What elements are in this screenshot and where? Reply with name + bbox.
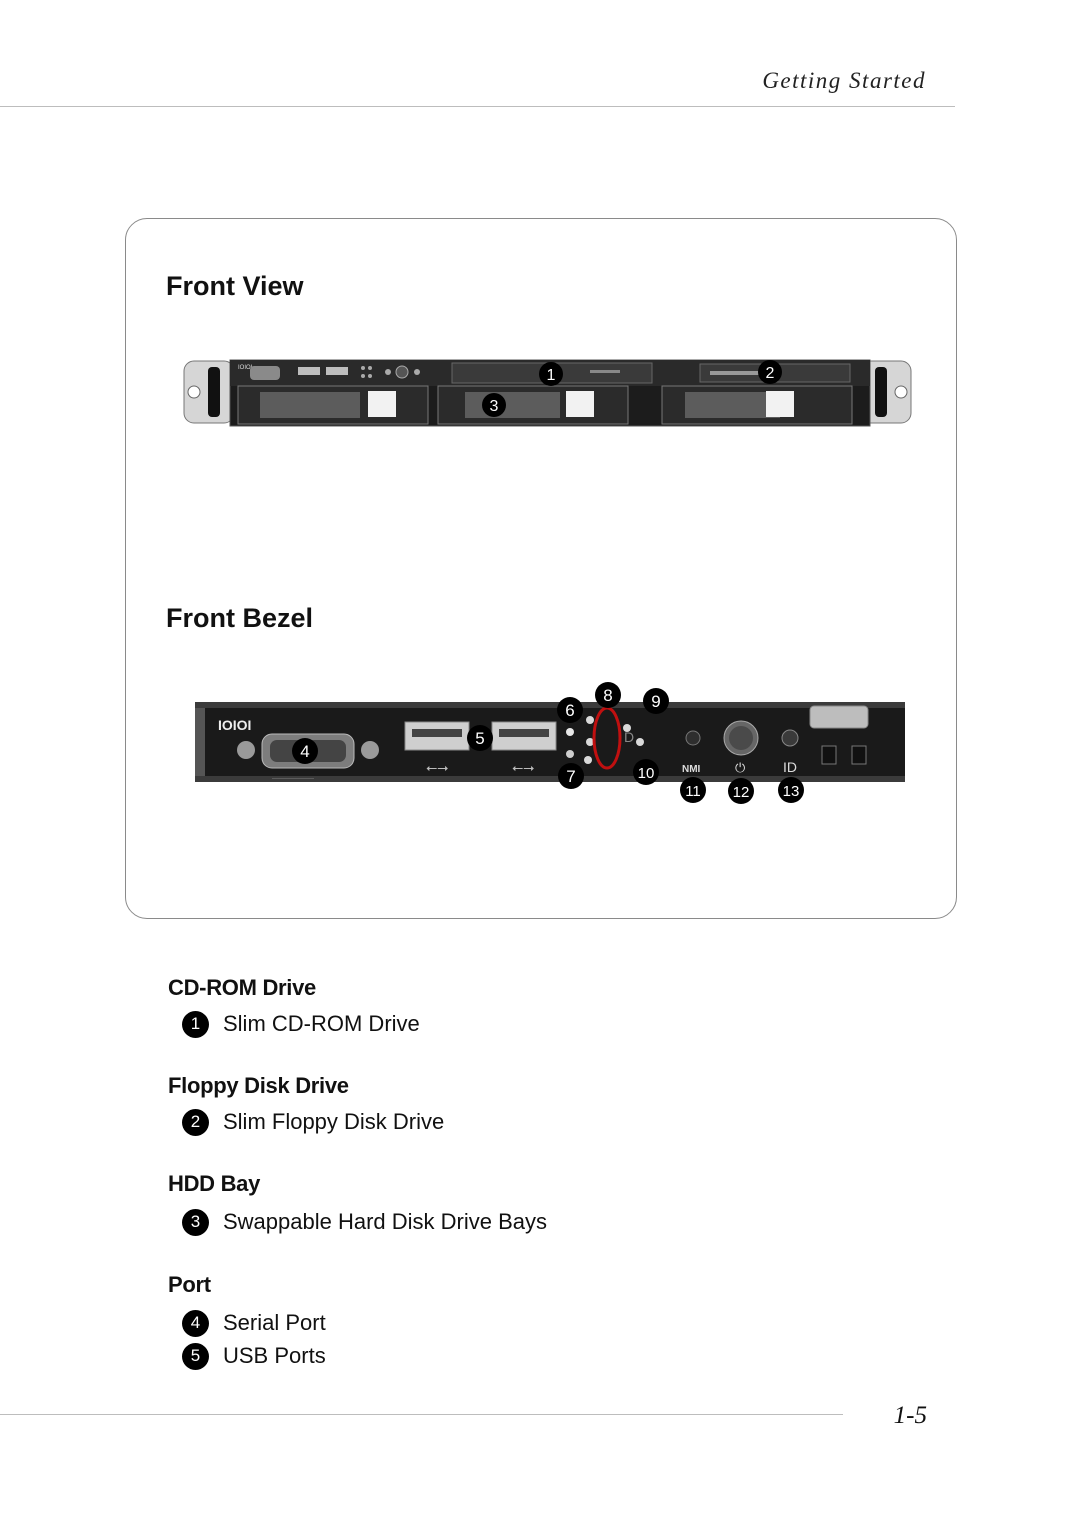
callout-8: 8 — [595, 682, 621, 708]
led-hdd — [566, 750, 574, 758]
section-heading-port: Port — [168, 1272, 211, 1297]
callout-6-label: 6 — [565, 701, 574, 720]
list-item: 3 Swappable Hard Disk Drive Bays — [182, 1208, 547, 1236]
callout-9-label: 9 — [651, 692, 660, 711]
item-label: Swappable Hard Disk Drive Bays — [223, 1209, 548, 1234]
svg-text:⭠⭢: ⭠⭢ — [426, 759, 448, 775]
number-bullet: 1 — [182, 1010, 209, 1038]
svg-text:———————: ——————— — [272, 776, 314, 782]
figure-panel — [125, 218, 957, 919]
list-item: 4 Serial Port — [182, 1309, 326, 1337]
front-view-image: IOIOI 1 2 3 — [183, 359, 912, 427]
callout-4: 4 — [292, 738, 318, 764]
hdd-bay — [437, 385, 629, 425]
section-heading-hdd-bay: HDD Bay — [168, 1171, 261, 1196]
front-view-title: Front View — [166, 271, 304, 301]
nmi-button — [685, 730, 701, 746]
front-bezel-image: IOIOI ——————— ⭠⭢ ⭠⭢ D NMI ⏻ ID 4 5 — [195, 682, 905, 804]
svg-text:D: D — [624, 729, 634, 745]
section-heading-cd-rom: CD-ROM Drive — [168, 975, 316, 1000]
lan-led-highlight — [592, 706, 622, 770]
hdd-bay — [237, 385, 429, 425]
callout-11-label: 11 — [685, 783, 701, 800]
svg-text:⏻: ⏻ — [735, 760, 745, 775]
front-usb-port — [326, 367, 348, 375]
header-section-title: Getting Started — [762, 68, 926, 93]
callout-2: 2 — [758, 360, 782, 384]
number-bullet: 2 — [182, 1108, 209, 1136]
callout-6: 6 — [557, 697, 583, 723]
svg-text:⭠⭢: ⭠⭢ — [512, 759, 534, 775]
callout-3: 3 — [482, 393, 506, 417]
callout-12-label: 12 — [733, 784, 750, 801]
number-bullet: 4 — [182, 1309, 209, 1337]
callout-13: 13 — [778, 777, 804, 803]
item-label: Serial Port — [223, 1310, 326, 1335]
callout-8-label: 8 — [603, 686, 612, 705]
bezel-serial-print: IOIOI — [218, 717, 251, 733]
callout-12: 12 — [728, 778, 754, 804]
callout-2-label: 2 — [766, 365, 775, 382]
callout-10: 10 — [633, 759, 659, 785]
front-usb-port — [298, 367, 320, 375]
callout-11: 11 — [680, 777, 706, 803]
usb-port: ⭠⭢ — [491, 721, 557, 775]
callout-1: 1 — [539, 362, 563, 386]
section-heading-floppy: Floppy Disk Drive — [168, 1073, 349, 1098]
item-label: Slim Floppy Disk Drive — [223, 1109, 445, 1134]
usb-port: ⭠⭢ — [404, 721, 470, 775]
item-label: USB Ports — [223, 1343, 326, 1368]
list-item: 1 Slim CD-ROM Drive — [182, 1010, 420, 1038]
front-serial-port — [250, 366, 280, 380]
hdd-bay — [661, 385, 853, 425]
callout-1-label: 1 — [547, 367, 556, 384]
callout-7-label: 7 — [566, 767, 575, 786]
number-bullet: 3 — [182, 1208, 209, 1236]
front-bezel-title: Front Bezel — [166, 603, 314, 633]
callout-3-label: 3 — [490, 398, 499, 415]
callout-13-label: 13 — [783, 783, 800, 800]
callout-5-label: 5 — [475, 729, 484, 748]
page-number: 1-5 — [893, 1402, 927, 1429]
list-item: 5 USB Ports — [182, 1342, 326, 1370]
number-bullet: 5 — [182, 1342, 209, 1370]
footer-divider — [0, 1414, 843, 1415]
id-button — [781, 729, 799, 747]
front-serial-print: IOIOI — [238, 365, 253, 371]
callout-10-label: 10 — [638, 765, 655, 782]
nmi-print: NMI — [682, 764, 701, 775]
callout-4-label: 4 — [300, 742, 309, 761]
callout-9: 9 — [643, 688, 669, 714]
callout-5: 5 — [467, 725, 493, 751]
item-label: Slim CD-ROM Drive — [223, 1011, 420, 1036]
header-divider — [0, 106, 955, 107]
callout-7: 7 — [558, 763, 584, 789]
id-print: ID — [783, 759, 797, 775]
led-power — [566, 728, 574, 736]
list-item: 2 Slim Floppy Disk Drive — [182, 1108, 444, 1136]
